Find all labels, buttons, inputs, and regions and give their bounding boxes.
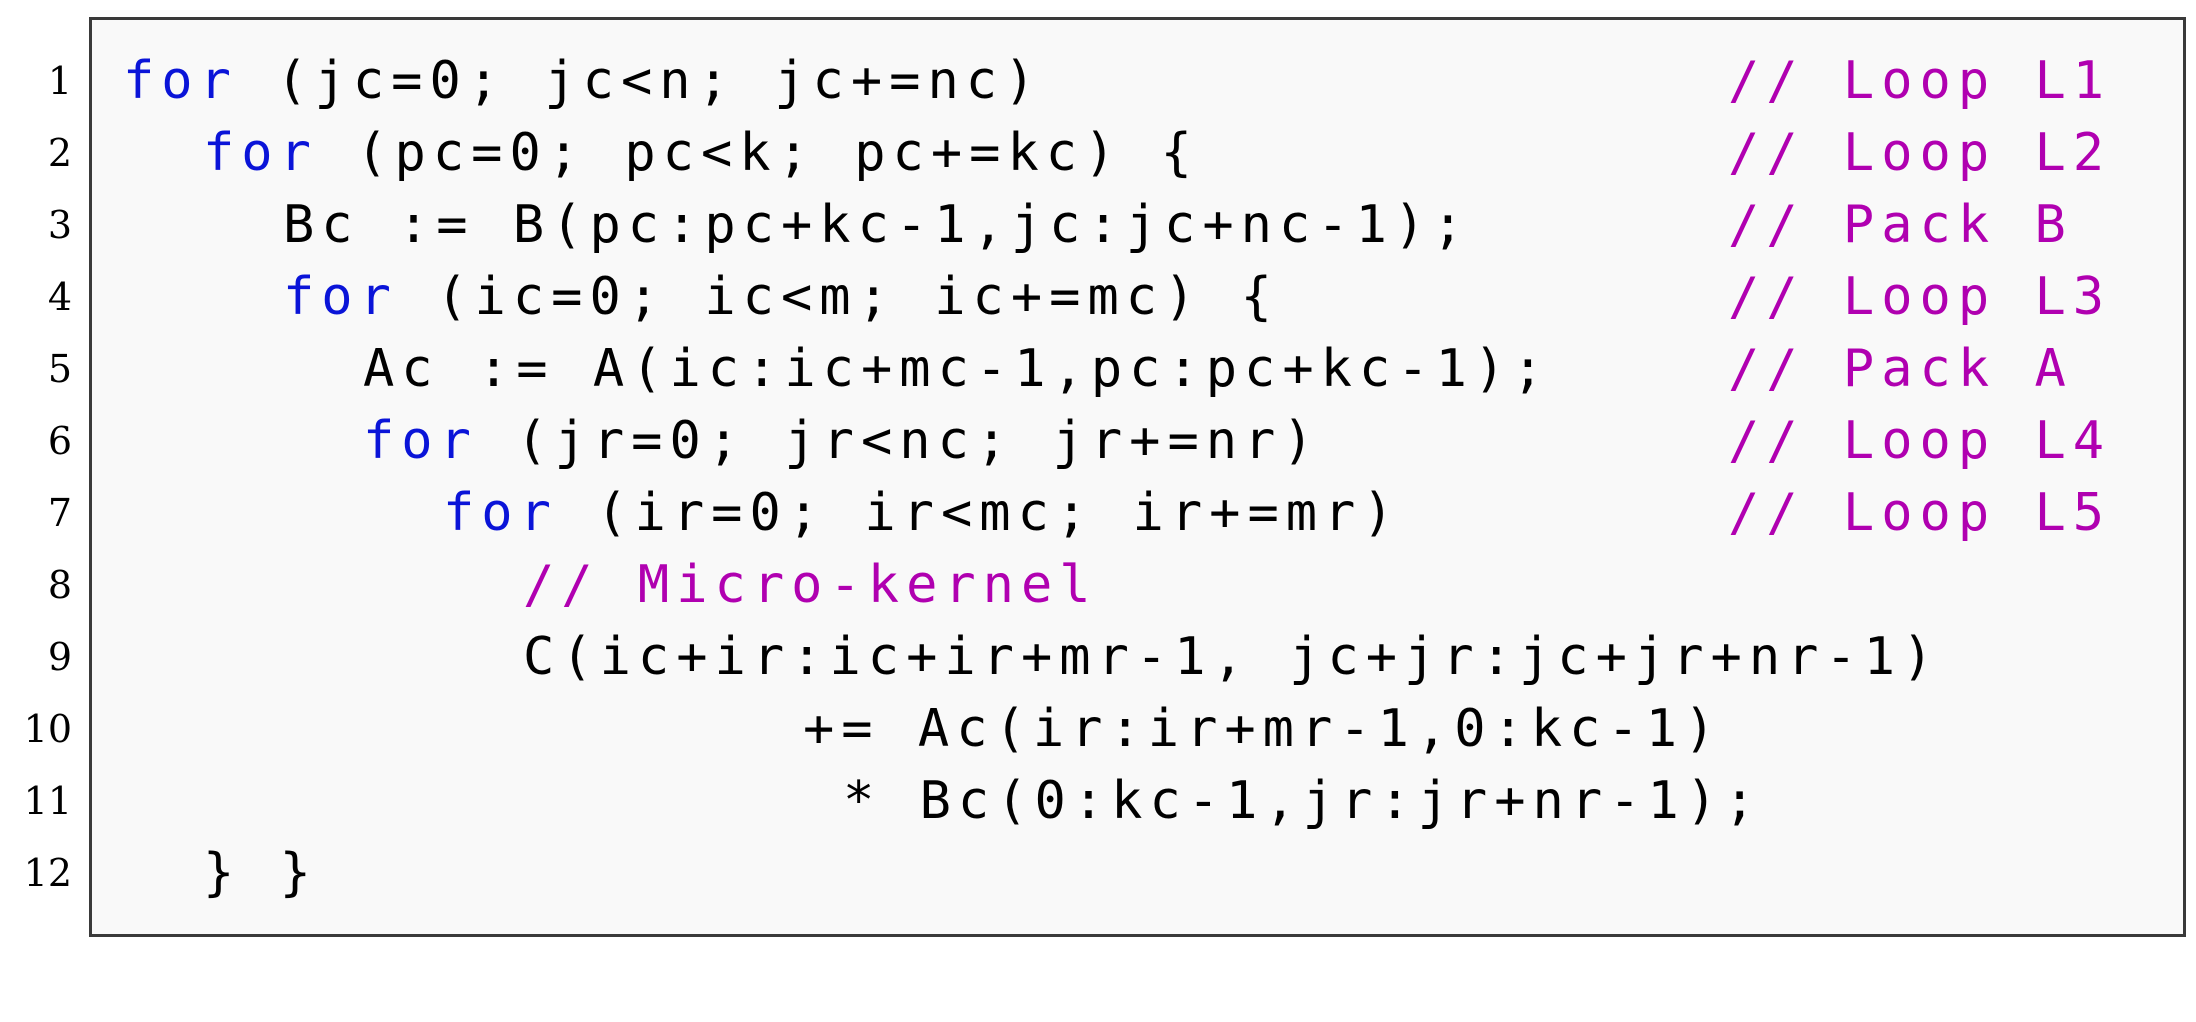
code-comment: // Loop L3 [1728,267,2112,327]
line-number: 3 [47,203,72,247]
code-line: for (ic=0; ic<m; ic+=mc) { [283,261,1279,333]
line-number: 9 [47,635,72,679]
line-number: 7 [47,491,72,535]
code-line: for (ir=0; ir<mc; ir+=mr) [443,477,1401,549]
keyword-for: for [123,51,238,111]
code-text: * Bc(0:kc-1,jr:jr+nr-1); [843,771,1763,831]
code-text: (pc=0; pc<k; pc+=kc) { [317,123,1199,183]
code-text: (ic=0; ic<m; ic+=mc) { [397,267,1279,327]
code-text: } } [203,843,318,903]
code-comment: // Loop L4 [1728,411,2112,471]
code-line: Ac := A(ic:ic+mc-1,pc:pc+kc-1); [363,333,1551,405]
line-number: 6 [47,419,72,463]
code-line: Bc := B(pc:pc+kc-1,jc:jc+nc-1); [283,189,1471,261]
code-text: Ac := A(ic:ic+mc-1,pc:pc+kc-1); [363,339,1551,399]
code-line: C(ic+ir:ic+ir+mr-1, jc+jr:jc+jr+nr-1) [523,621,1940,693]
code-text: (jr=0; jr<nc; jr+=nr) [477,411,1321,471]
keyword-for: for [443,483,558,543]
code-text: Bc := B(pc:pc+kc-1,jc:jc+nc-1); [283,195,1471,255]
code-text: (ir=0; ir<mc; ir+=mr) [557,483,1401,543]
line-number: 2 [47,131,72,175]
keyword-for: for [283,267,398,327]
line-number: 4 [47,275,72,319]
code-line: for (jr=0; jr<nc; jr+=nr) [363,405,1321,477]
code-line: } } [203,837,318,909]
code-line: * Bc(0:kc-1,jr:jr+nr-1); [843,765,1762,837]
code-comment: // Pack A [1728,339,2073,399]
code-listing [89,17,2186,937]
code-comment: // Loop L2 [1728,123,2112,183]
line-number: 12 [23,851,72,895]
code-comment: // Loop L1 [1728,51,2112,111]
code-line: for (pc=0; pc<k; pc+=kc) { [203,117,1199,189]
code-text: C(ic+ir:ic+ir+mr-1, jc+jr:jc+jr+nr-1) [523,627,1941,687]
keyword-for: for [363,411,478,471]
line-number: 5 [47,347,72,391]
code-line: for (jc=0; jc<n; jc+=nc) [123,45,1042,117]
code-comment: // Loop L5 [1728,483,2112,543]
line-number: 11 [23,779,72,823]
code-text: (jc=0; jc<n; jc+=nc) [237,51,1043,111]
keyword-for: for [203,123,318,183]
code-comment: // Micro-kernel [523,555,1098,615]
line-number: 8 [47,563,72,607]
line-number: 1 [47,59,72,103]
code-line: += Ac(ir:ir+mr-1,0:kc-1) [803,693,1722,765]
code-comment: // Pack B [1728,195,2073,255]
line-number: 10 [23,707,72,751]
code-text: += Ac(ir:ir+mr-1,0:kc-1) [803,699,1723,759]
